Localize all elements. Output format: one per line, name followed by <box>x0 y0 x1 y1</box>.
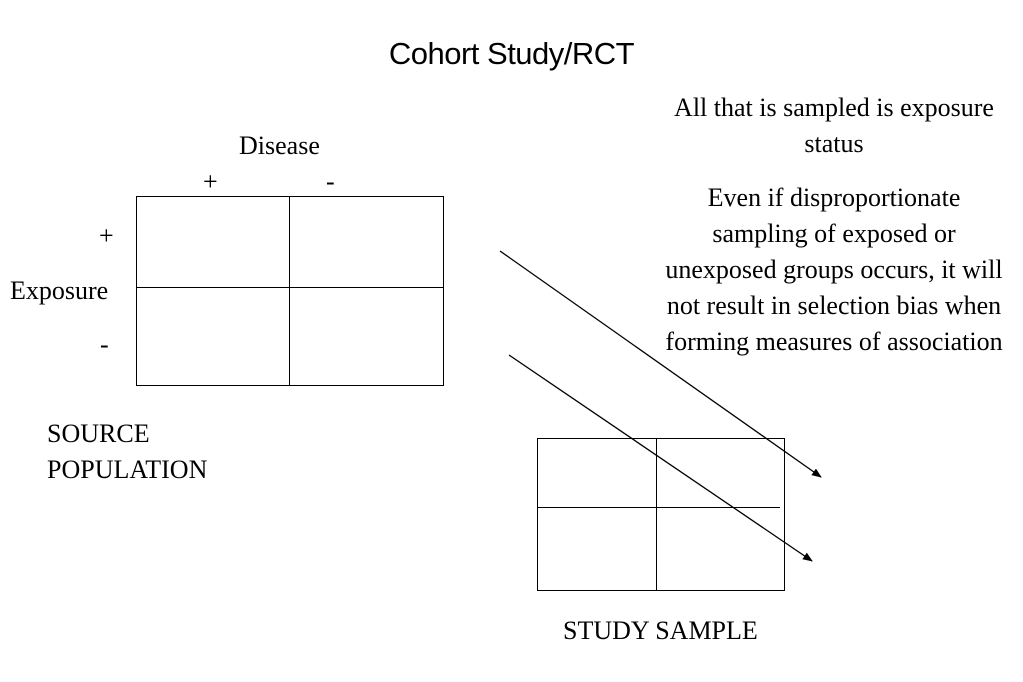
study-sample-label: STUDY SAMPLE <box>563 616 758 645</box>
note-sampled-exposure: All that is sampled is exposure status <box>674 93 994 158</box>
disease-header: Disease <box>239 131 320 160</box>
source-population-label-line2: POPULATION <box>47 455 208 484</box>
note-no-selection-bias: Even if disproportionate sampling of exp… <box>665 183 1003 356</box>
disease-plus-label: + <box>203 167 218 196</box>
exposure-plus-label: + <box>99 221 114 250</box>
sample-table-row-divider <box>537 507 780 508</box>
exposure-minus-label: - <box>100 330 109 359</box>
exposure-header: Exposure <box>10 276 109 305</box>
upper-arrow <box>499 250 822 478</box>
sample-table-border <box>537 438 785 591</box>
page-title: Cohort Study/RCT <box>388 36 635 71</box>
lower-arrow <box>508 354 813 562</box>
source-table-border <box>136 196 444 386</box>
source-table-column-divider <box>289 196 290 386</box>
sample-table-column-divider <box>656 438 657 591</box>
source-population-label-line1: SOURCE <box>47 419 150 448</box>
source-table-row-divider <box>136 287 444 288</box>
disease-minus-label: - <box>326 167 335 196</box>
